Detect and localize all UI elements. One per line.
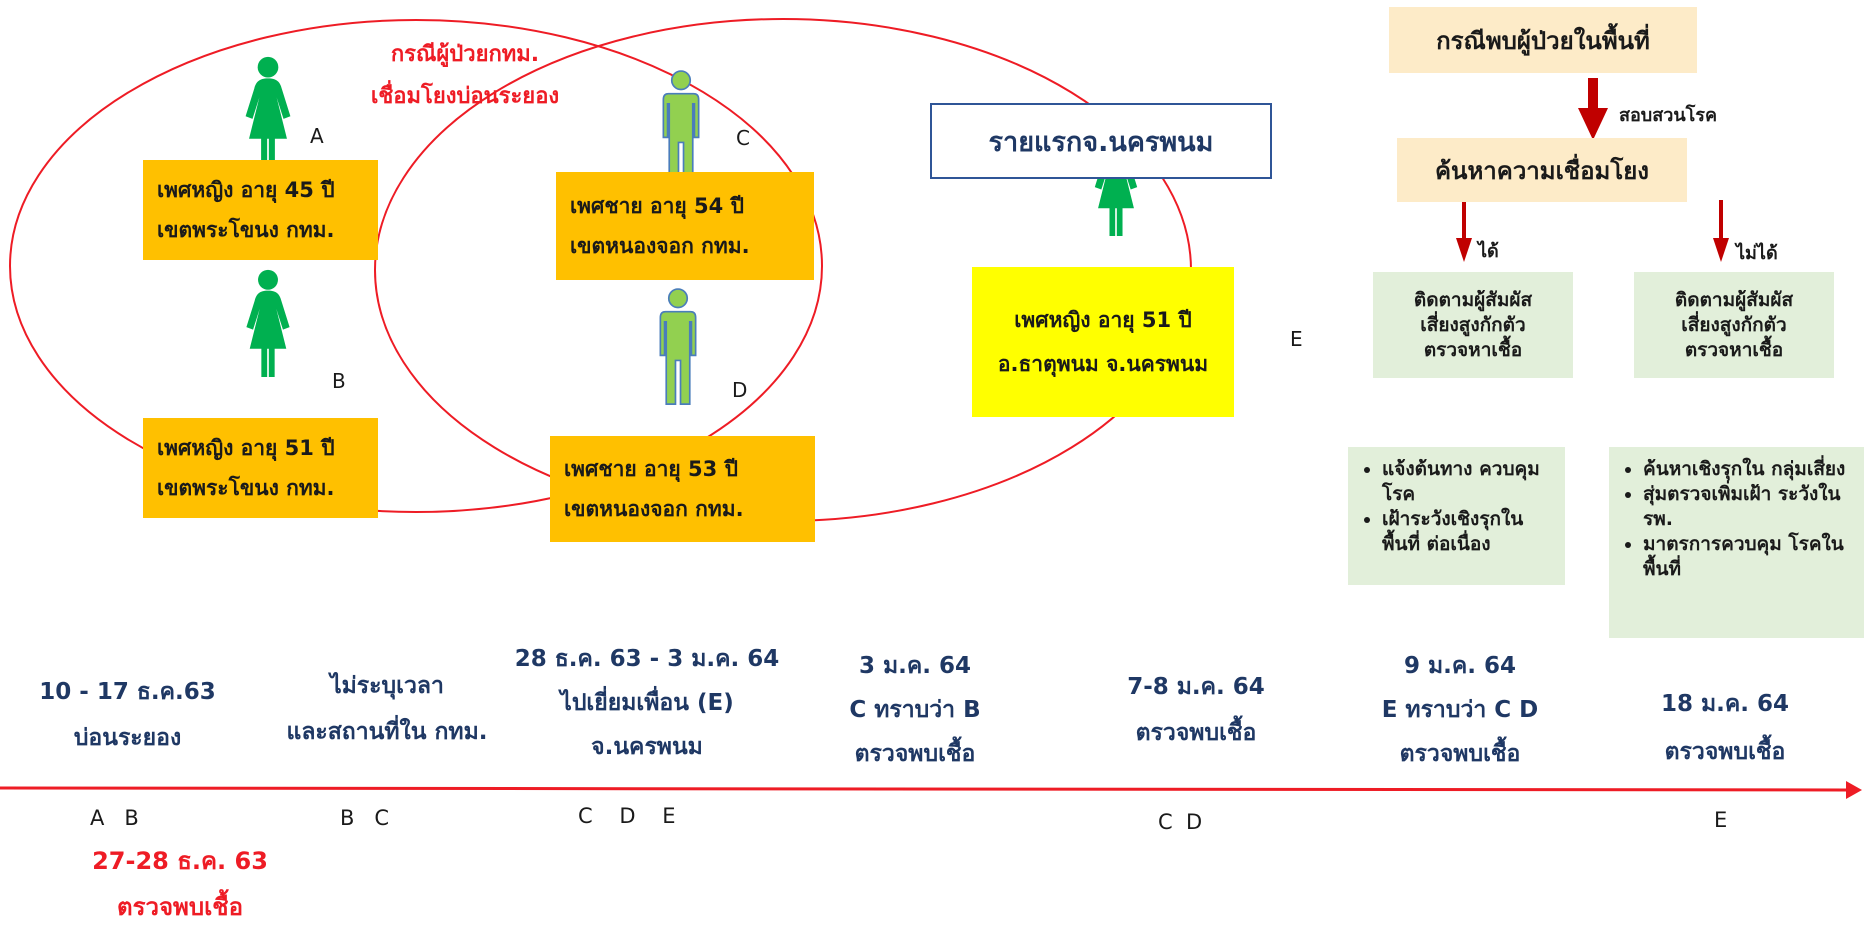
timeline-event-3-line3: จ.นครพนม bbox=[591, 734, 703, 760]
person-label-e: E bbox=[1290, 327, 1303, 351]
case-d-line2: เขตหนองจอก กทม. bbox=[564, 497, 744, 521]
case-d-line1: เพศชาย อายุ 53 ปี bbox=[564, 457, 738, 481]
flow-left-actions-box: แจ้งต้นทาง ควบคุมโรค เฝ้าระวังเชิงรุกใน … bbox=[1348, 447, 1565, 585]
timeline-people-1: A B bbox=[90, 806, 139, 830]
timeline-event-1: 10 - 17 ธ.ค.63 บ่อนระยอง bbox=[0, 672, 255, 758]
person-label-c: C bbox=[736, 126, 750, 150]
timeline-event-1-line1: 10 - 17 ธ.ค.63 bbox=[39, 679, 216, 705]
first-detection: 27-28 ธ.ค. 63 ตรวจพบเชื้อ bbox=[70, 838, 290, 930]
bangkok-case-subtitle: เชื่อมโยงบ่อนระยอง bbox=[370, 84, 560, 109]
flow-right-result-line3: ตรวจหาเชื้อ bbox=[1684, 338, 1784, 361]
timeline-event-4: 3 ม.ค. 64 C ทราบว่า B ตรวจพบเชื้อ bbox=[815, 644, 1015, 776]
first-case-title: รายแรกจ.นครพนม bbox=[988, 126, 1214, 158]
flow-arrow-right bbox=[1713, 200, 1729, 262]
case-box-d: เพศชาย อายุ 53 ปี เขตหนองจอก กทม. bbox=[550, 436, 815, 542]
person-label-b: B bbox=[332, 369, 346, 393]
case-box-b: เพศหญิง อายุ 51 ปี เขตพระโขนง กทม. bbox=[143, 418, 378, 518]
woman-icon-a bbox=[245, 56, 291, 168]
timeline-event-6-line1: 9 ม.ค. 64 bbox=[1403, 653, 1517, 679]
case-a-line1: เพศหญิง อายุ 45 ปี bbox=[157, 178, 335, 202]
person-label-a: A bbox=[310, 124, 324, 148]
timeline-people-3: C D E bbox=[578, 804, 676, 828]
timeline-event-6-line3: ตรวจพบเชื้อ bbox=[1399, 741, 1521, 767]
timeline-event-7-line1: 18 ม.ค. 64 bbox=[1660, 691, 1790, 717]
first-case-title-box: รายแรกจ.นครพนม bbox=[930, 103, 1272, 179]
first-detection-label: ตรวจพบเชื้อ bbox=[117, 893, 243, 921]
timeline-event-3-line2: ไปเยี่ยมเพื่อน (E) bbox=[560, 690, 734, 716]
first-detection-date: 27-28 ธ.ค. 63 bbox=[92, 847, 268, 875]
timeline-event-4-line3: ตรวจพบเชื้อ bbox=[854, 741, 976, 767]
flow-right-result-line2: เสี่ยงสูงกักตัว bbox=[1681, 313, 1787, 336]
timeline-event-5: 7-8 ม.ค. 64 ตรวจพบเชื้อ bbox=[1096, 664, 1296, 756]
flow-search-label: ค้นหาความเชื่อมโยง bbox=[1435, 156, 1649, 185]
case-e-line1: เพศหญิง อายุ 51 ปี bbox=[1014, 308, 1192, 332]
flow-right-result-box: ติดตามผู้สัมผัส เสี่ยงสูงกักตัว ตรวจหาเช… bbox=[1634, 272, 1834, 378]
timeline-event-2: ไม่ระบุเวลา และสถานที่ใน กทม. bbox=[256, 666, 518, 752]
flow-left-action-item: แจ้งต้นทาง ควบคุมโรค bbox=[1382, 457, 1555, 507]
case-box-a: เพศหญิง อายุ 45 ปี เขตพระโขนง กทม. bbox=[143, 160, 378, 260]
man-icon-d bbox=[659, 288, 697, 406]
flow-arrow-left bbox=[1456, 200, 1472, 262]
case-a-line2: เขตพระโขนง กทม. bbox=[157, 218, 335, 242]
case-b-line1: เพศหญิง อายุ 51 ปี bbox=[157, 436, 335, 460]
timeline-event-1-line2: บ่อนระยอง bbox=[73, 725, 182, 751]
case-box-e: เพศหญิง อายุ 51 ปี อ.ธาตุพนม จ.นครพนม bbox=[972, 267, 1234, 417]
flow-arrow1-label: สอบสวนโรค bbox=[1619, 105, 1717, 126]
flow-right-action-item: สุ่มตรวจเพิ่มเฝ้า ระวังใน รพ. bbox=[1643, 482, 1854, 532]
flow-right-action-item: ค้นหาเชิงรุกใน กลุ่มเสี่ยง bbox=[1643, 457, 1854, 482]
flow-left-result-line1: ติดตามผู้สัมผัส bbox=[1413, 288, 1533, 311]
flow-right-actions-list: ค้นหาเชิงรุกใน กลุ่มเสี่ยง สุ่มตรวจเพิ่ม… bbox=[1623, 457, 1854, 582]
flow-left-result-box: ติดตามผู้สัมผัส เสี่ยงสูงกักตัว ตรวจหาเช… bbox=[1373, 272, 1573, 378]
flow-left-actions-list: แจ้งต้นทาง ควบคุมโรค เฝ้าระวังเชิงรุกใน … bbox=[1362, 457, 1555, 557]
timeline-event-4-line1: 3 ม.ค. 64 bbox=[858, 653, 972, 679]
timeline-event-5-line2: ตรวจพบเชื้อ bbox=[1135, 720, 1257, 746]
timeline-people-7: E bbox=[1714, 808, 1728, 832]
flow-left-result-line2: เสี่ยงสูงกักตัว bbox=[1420, 313, 1526, 336]
case-b-line2: เขตพระโขนง กทม. bbox=[157, 476, 335, 500]
person-label-d: D bbox=[732, 378, 748, 402]
man-icon-c bbox=[662, 70, 700, 188]
bangkok-cluster-ellipse bbox=[9, 19, 823, 513]
timeline-event-4-line2: C ทราบว่า B bbox=[849, 697, 981, 723]
case-c-line2: เขตหนองจอก กทม. bbox=[570, 234, 750, 258]
timeline-people-2: B C bbox=[340, 806, 390, 830]
flow-left-result-line3: ตรวจหาเชื้อ bbox=[1423, 338, 1523, 361]
bangkok-case-title: กรณีผู้ป่วยกทม. bbox=[390, 42, 540, 67]
timeline-people-5: C D bbox=[1158, 810, 1203, 834]
flow-top-box: กรณีพบผู้ป่วยในพื้นที่ bbox=[1389, 7, 1697, 73]
timeline-event-7-line2: ตรวจพบเชื้อ bbox=[1664, 739, 1786, 765]
flow-left-action-item: เฝ้าระวังเชิงรุกใน พื้นที่ ต่อเนื่อง bbox=[1382, 507, 1555, 557]
case-c-line1: เพศชาย อายุ 54 ปี bbox=[570, 194, 744, 218]
timeline-event-2-line1: ไม่ระบุเวลา bbox=[330, 673, 444, 699]
bangkok-case-annotation: กรณีผู้ป่วยกทม. เชื่อมโยงบ่อนระยอง bbox=[340, 34, 590, 118]
case-box-c: เพศชาย อายุ 54 ปี เขตหนองจอก กทม. bbox=[556, 172, 814, 280]
flow-search-box: ค้นหาความเชื่อมโยง bbox=[1397, 138, 1687, 202]
flow-right-action-item: มาตรการควบคุม โรคในพื้นที่ bbox=[1643, 532, 1854, 582]
flow-right-result-line1: ติดตามผู้สัมผัส bbox=[1674, 288, 1794, 311]
flow-top-label: กรณีพบผู้ป่วยในพื้นที่ bbox=[1436, 26, 1650, 55]
timeline-arrow bbox=[0, 781, 1862, 799]
flow-arrow-down-1 bbox=[1578, 78, 1608, 140]
flow-right-arrow-label: ไม่ได้ bbox=[1736, 243, 1778, 264]
timeline-event-3-line1: 28 ธ.ค. 63 - 3 ม.ค. 64 bbox=[514, 646, 780, 672]
flow-right-actions-box: ค้นหาเชิงรุกใน กลุ่มเสี่ยง สุ่มตรวจเพิ่ม… bbox=[1609, 447, 1864, 638]
timeline-event-6-line2: E ทราบว่า C D bbox=[1381, 697, 1539, 723]
timeline-event-7: 18 ม.ค. 64 ตรวจพบเชื้อ bbox=[1620, 680, 1830, 776]
flow-left-arrow-label: ได้ bbox=[1478, 241, 1499, 262]
timeline-event-3: 28 ธ.ค. 63 - 3 ม.ค. 64 ไปเยี่ยมเพื่อน (E… bbox=[502, 637, 792, 769]
timeline-event-5-line1: 7-8 ม.ค. 64 bbox=[1127, 674, 1265, 700]
case-e-line2: อ.ธาตุพนม จ.นครพนม bbox=[997, 352, 1209, 376]
timeline-event-6: 9 ม.ค. 64 E ทราบว่า C D ตรวจพบเชื้อ bbox=[1355, 644, 1565, 776]
timeline-event-2-line2: และสถานที่ใน กทม. bbox=[286, 719, 488, 745]
woman-icon-b bbox=[246, 269, 290, 377]
